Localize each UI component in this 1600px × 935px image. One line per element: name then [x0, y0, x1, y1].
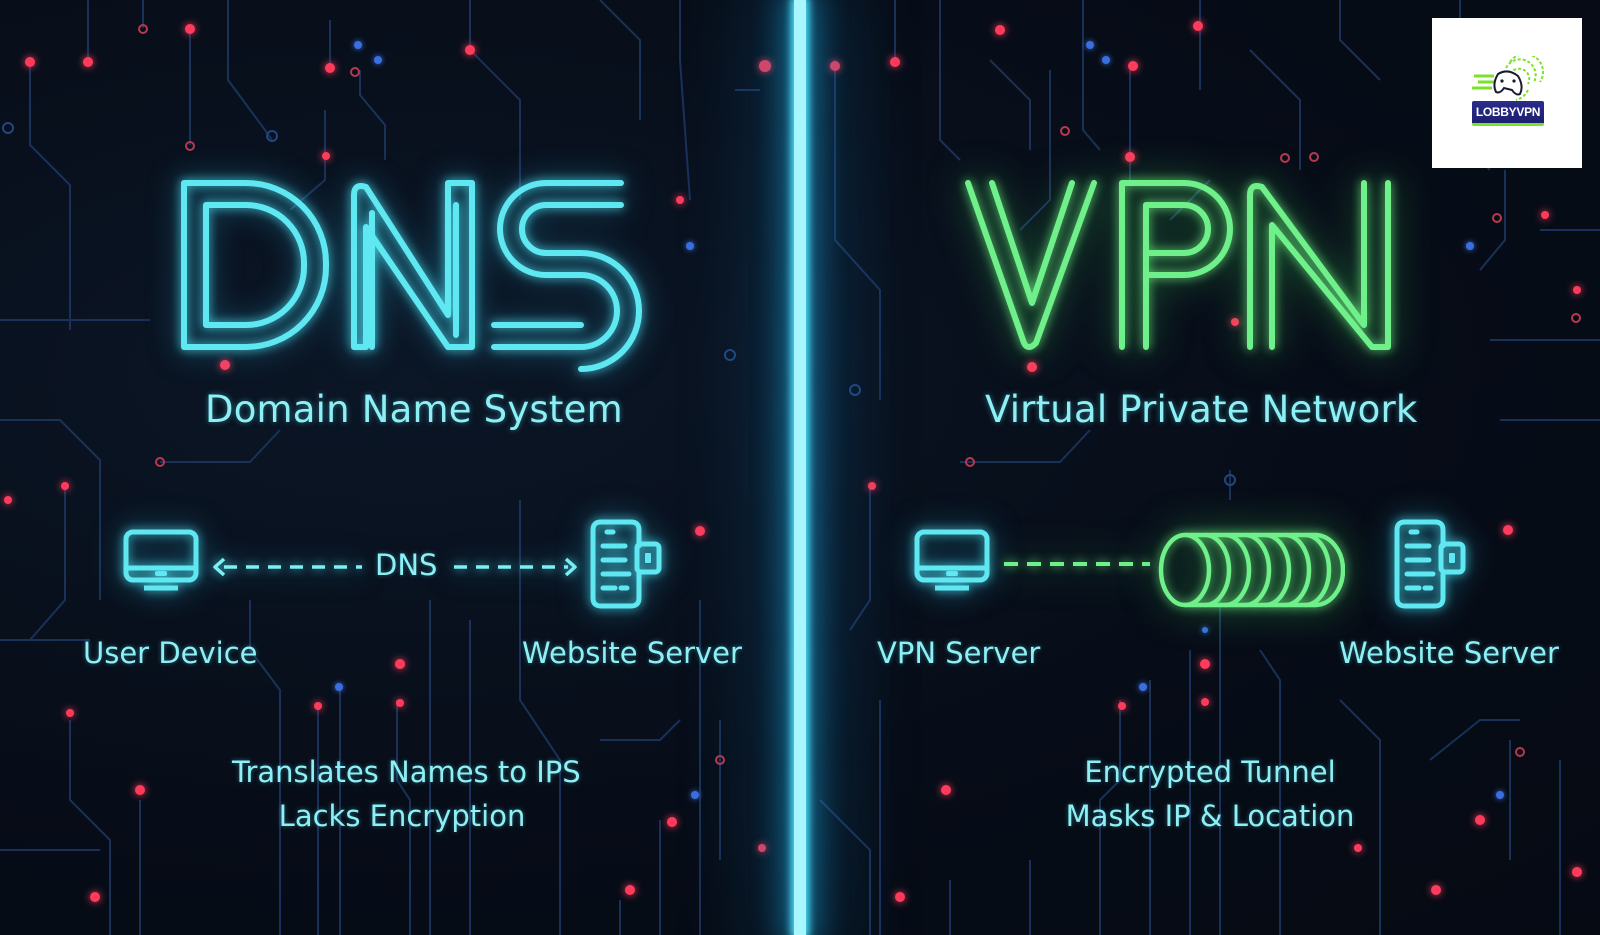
- server-document-icon: [1394, 519, 1466, 609]
- vpn-encrypted-tunnel: [1155, 530, 1346, 614]
- dns-title: [176, 175, 646, 372]
- vpn-description-line-1: Encrypted Tunnel: [1084, 755, 1336, 789]
- center-divider: [794, 0, 806, 935]
- encrypted-tunnel-icon: [1158, 532, 1346, 608]
- logo-brand-text: LOBBYVPN: [1472, 101, 1544, 126]
- gamepad-fingerprint-icon: [1472, 56, 1545, 101]
- vpn-server-label: VPN Server: [877, 636, 1041, 670]
- monitor-icon: [914, 529, 990, 591]
- vpn-description-line-2: Masks IP & Location: [1065, 799, 1355, 833]
- vpn-subtitle: Virtual Private Network: [985, 388, 1418, 431]
- website-server-node-vpn: [1393, 518, 1469, 614]
- vpn-neon-letters: [965, 180, 1391, 350]
- dns-connector-label: DNS: [375, 548, 438, 582]
- dns-description-line-1: Translates Names to IPS: [232, 755, 581, 789]
- dns-description-line-2: Lacks Encryption: [278, 799, 526, 833]
- user-device-node: [122, 528, 200, 596]
- user-device-label: User Device: [83, 636, 258, 670]
- dns-arrow-left-icon: [213, 557, 362, 577]
- dns-description: Translates Names to IPS Lacks Encryption: [232, 750, 581, 838]
- dns-subtitle: Domain Name System: [205, 388, 623, 431]
- dns-neon-letters: [181, 180, 642, 372]
- monitor-icon: [123, 529, 199, 591]
- vpn-description: Encrypted Tunnel Masks IP & Location: [1040, 750, 1380, 838]
- dns-website-server-label: Website Server: [522, 636, 742, 670]
- vpn-dashed-line: [1004, 562, 1150, 566]
- dns-arrow-right-icon: [454, 557, 577, 577]
- vpn-website-server-label: Website Server: [1339, 636, 1559, 670]
- lobbyvpn-logo: LOBBYVPN: [1432, 18, 1582, 168]
- website-server-node-dns: [589, 518, 665, 614]
- vpn-title: [962, 175, 1432, 359]
- server-document-icon: [590, 519, 662, 609]
- vpn-server-node: [913, 528, 991, 596]
